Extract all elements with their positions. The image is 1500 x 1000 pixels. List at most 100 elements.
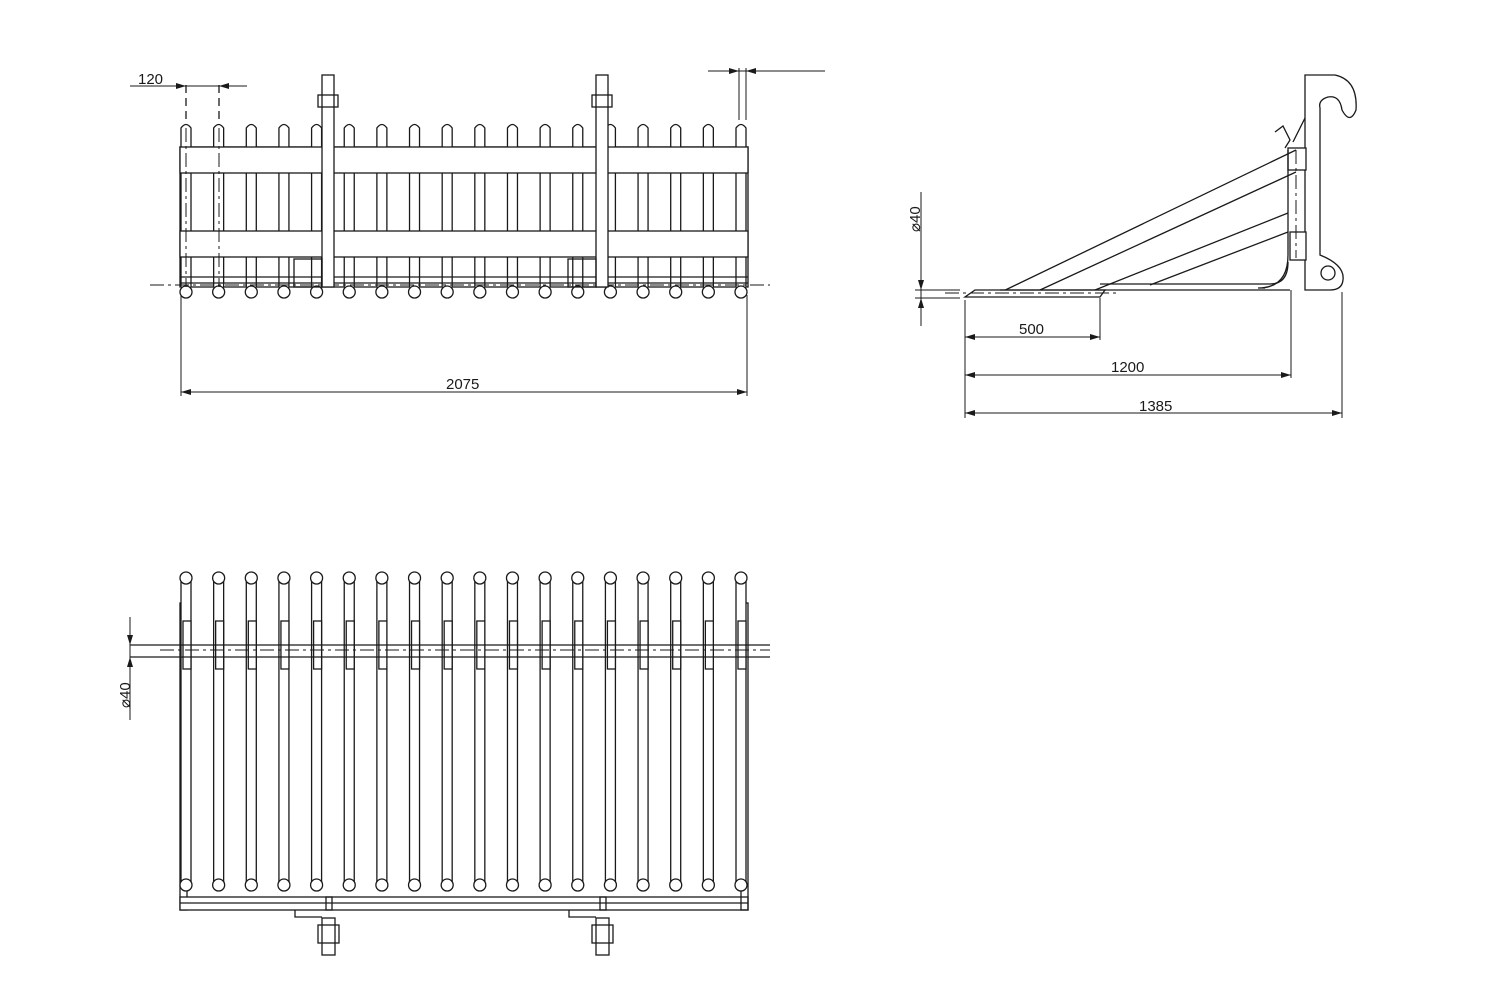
dimension-arrow (965, 334, 975, 340)
upper-mount-block (1287, 147, 1307, 171)
tine-end-circle (571, 285, 585, 299)
upper-crossbar (179, 146, 749, 174)
dimension-arrow (965, 410, 975, 416)
tine-base-circle (473, 878, 487, 892)
tine-tip-circle (571, 571, 585, 585)
upright-post (1257, 150, 1289, 289)
dimension-arrow (127, 657, 133, 667)
tine-base-circle (603, 878, 618, 892)
hitch-bolt-block (317, 924, 340, 944)
hitch-plate (568, 910, 596, 918)
tine-end-circle (309, 285, 324, 299)
tine-bend (1269, 261, 1289, 285)
tine-end-circle (440, 285, 454, 299)
tine-base-circle (244, 878, 258, 892)
dim-overall-width-label: 2075 (446, 376, 479, 393)
grip (1274, 125, 1291, 149)
dim-overall-depth-label: 1385 (1139, 398, 1172, 415)
tine-tip-circle (701, 571, 716, 585)
dimension-arrow (176, 83, 186, 89)
lower-crossbar (179, 230, 749, 258)
tine-tip-circle (538, 571, 552, 585)
hitch-bolt-block (591, 924, 614, 944)
tine-end-circle (407, 285, 422, 299)
tine-tip-circle (244, 571, 258, 585)
dimension-arrow (918, 298, 924, 308)
tine-tip-circle (636, 571, 650, 585)
tine-base-circle (211, 878, 226, 892)
tine-tip-circle (407, 571, 422, 585)
tine-tip-circle (734, 571, 748, 585)
tine-base-circle (571, 878, 585, 892)
tine-end-circle (734, 285, 748, 299)
front-view (130, 68, 825, 396)
tine-base-circle (669, 878, 683, 892)
dim-top-diameter-label: ⌀40 (117, 682, 134, 708)
hitch-bracket (1304, 74, 1357, 291)
hitch-plate (567, 258, 597, 288)
tine-end-circle (701, 285, 716, 299)
tine-end-circle (538, 285, 552, 299)
hitch-bolt-block (591, 94, 613, 108)
dimension-arrow (219, 83, 229, 89)
tine-tip-circle (375, 571, 389, 585)
hitch-upright (321, 917, 336, 956)
tine-end-circle (179, 285, 193, 299)
dim-tine-spacing-label: 120 (138, 71, 163, 88)
hitch-plate (294, 910, 322, 918)
top-view (127, 571, 770, 956)
tine-tip-circle (669, 571, 683, 585)
tine-end-circle (211, 285, 226, 299)
tine-base-circle (407, 878, 422, 892)
tine-tip-circle (179, 571, 193, 585)
tine-base-circle (701, 878, 716, 892)
tine-end-circle (603, 285, 618, 299)
dimension-arrow (127, 635, 133, 645)
dimension-arrow (737, 389, 747, 395)
dimension-arrow (965, 372, 975, 378)
tine-tip-circle (211, 571, 226, 585)
tine-base-circle (538, 878, 552, 892)
tine-base-circle (636, 878, 650, 892)
brace (1292, 117, 1306, 143)
tine-base-circle (342, 878, 356, 892)
dimension-arrow (181, 389, 191, 395)
side-view (915, 74, 1357, 418)
lower-mount-block (1289, 231, 1307, 261)
dimension-arrow (1281, 372, 1291, 378)
dimension-arrow (729, 68, 739, 74)
tine-tip-circle (473, 571, 487, 585)
tine-base-circle (179, 878, 193, 892)
dim-tine-length-label: 1200 (1111, 359, 1144, 376)
dimension-arrow (1090, 334, 1100, 340)
tine-tip-circle (277, 571, 291, 585)
tine-end-circle (342, 285, 356, 299)
tine-tip-circle (440, 571, 454, 585)
tine-end-circle (473, 285, 487, 299)
tine-base-circle (440, 878, 454, 892)
diagonal-bar (994, 149, 1297, 296)
tine-end-circle (505, 285, 520, 299)
tine-tip-circle (309, 571, 324, 585)
tine-base-circle (734, 878, 748, 892)
tine-end-circle (277, 285, 291, 299)
dimension-arrow (746, 68, 756, 74)
tine-base-circle (277, 878, 291, 892)
tine-base-circle (375, 878, 389, 892)
hitch-upright (595, 917, 610, 956)
dim-tip-length-label: 500 (1019, 321, 1044, 338)
hitch-pin-hole (1320, 265, 1336, 281)
tine-tip-circle (342, 571, 356, 585)
hitch-upright (595, 74, 609, 288)
tine-tip-circle (603, 571, 618, 585)
hitch-plate (293, 258, 323, 288)
diagonal-bar (1094, 212, 1289, 291)
tine-tip-circle (505, 571, 520, 585)
dimension-arrow (918, 280, 924, 290)
tine-base-circle (309, 878, 324, 892)
diagonal-bar (1149, 231, 1289, 286)
tine-base-circle (505, 878, 520, 892)
tine-end-circle (375, 285, 389, 299)
tine-end-circle (636, 285, 650, 299)
